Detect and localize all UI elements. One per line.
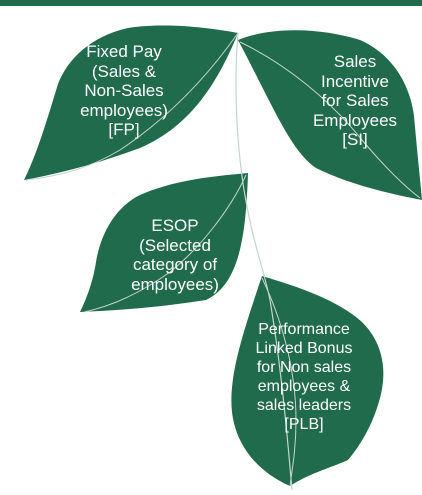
esop-line-4: employees) <box>131 274 219 294</box>
esop-line-2: (Selected <box>139 235 211 255</box>
leaf-esop <box>80 173 248 312</box>
fixed-pay-line-3: Non-Sales <box>84 81 164 100</box>
sales-incentive-line-2: Incentive <box>320 71 390 91</box>
leaf-fixed-pay <box>24 25 238 180</box>
leaf-sales-incentive <box>238 30 422 200</box>
esop-line-3: category of <box>132 255 218 274</box>
label-fixed-pay: Fixed Pay (Sales & Non-Sales employees) … <box>64 42 184 140</box>
fixed-pay-line-2: (Sales & <box>91 61 157 81</box>
fixed-pay-line-5: [FP] <box>108 120 140 139</box>
plb-line-2: Linked Bonus <box>255 340 353 357</box>
label-plb: Performance Linked Bonus for Non sales e… <box>236 320 372 434</box>
leaf-plb <box>231 276 384 486</box>
vein-esop <box>83 174 247 313</box>
fixed-pay-line-1: Fixed Pay <box>86 42 162 61</box>
sales-incentive-line-3: for Sales <box>321 91 389 110</box>
plb-line-5: sales leaders <box>256 397 352 414</box>
label-esop: ESOP (Selected category of employees) <box>108 216 242 294</box>
label-sales-incentive: Sales Incentive for Sales Employees [SI] <box>300 52 410 150</box>
vein-sales-incentive <box>239 41 421 199</box>
esop-line-1: ESOP <box>151 216 199 235</box>
plb-line-4: employees & <box>257 378 351 395</box>
sales-incentive-line-4: Employees <box>312 110 398 130</box>
fixed-pay-line-4: employees) <box>80 100 168 120</box>
plb-line-6: [PLB] <box>284 416 324 433</box>
sales-incentive-line-1: Sales <box>333 52 377 71</box>
top-accent-bar <box>0 0 422 6</box>
sales-incentive-line-5: [SI] <box>342 130 368 149</box>
plb-line-1: Performance <box>258 321 350 338</box>
vein-plb <box>261 277 297 487</box>
stem <box>235 32 293 491</box>
vein-fixed-pay <box>25 32 239 181</box>
plb-line-3: for Non sales <box>256 359 352 376</box>
